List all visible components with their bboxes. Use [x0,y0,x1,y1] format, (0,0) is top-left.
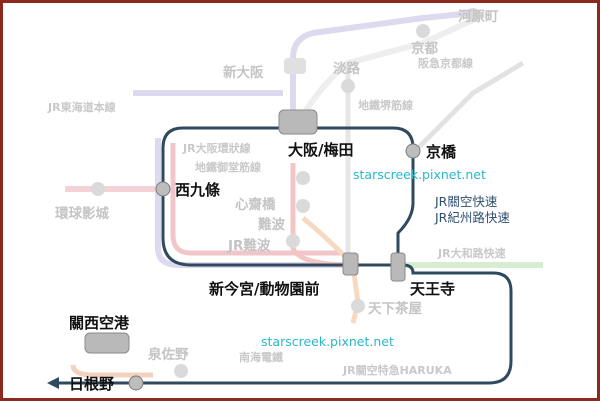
station-dot-awaji [341,79,355,93]
station-label-awaji: 淡路 [333,60,360,77]
nankai-airport-line [70,364,153,378]
jr-west-loop-outer [155,138,358,268]
line-label-midosuji: 地鐵御堂筋線 [195,160,261,174]
station-label-izumisano: 泉佐野 [148,346,189,363]
station-dot-jr-namba [286,234,300,248]
station-label-kyoto: 京都 [411,40,438,57]
station-box-osaka [278,109,318,135]
station-label-tennoji: 天王寺 [410,280,455,298]
station-label-hineno: 日根野 [69,375,114,393]
station-dot-kyoto [416,24,430,38]
airport-route-line [143,126,513,385]
station-label-osaka: 大阪/梅田 [288,141,353,159]
station-dot-kyobashi [405,143,421,159]
jr-kyoto-line [290,10,474,113]
station-label-kawaramachi: 河原町 [458,8,499,25]
station-dot-kawaramachi [466,8,480,22]
station-dot-izumisano [174,364,188,378]
station-dot-shinsaibashi [296,171,310,185]
station-label-kansai-airport: 關西空港 [69,314,130,332]
arrow-left-icon [47,377,59,389]
station-dot-universal [91,182,105,196]
line-label-yamatoji: JR大和路快速 [437,246,506,260]
station-label-shin-imamiya: 新今宮/動物園前 [209,280,319,298]
loop-east-line [263,126,415,265]
line-label-hankyu-kyoto: 阪急京都線 [418,56,473,70]
station-dot-hineno [128,375,144,391]
station-box-tennoji [390,252,406,282]
line-label-nankai: 南海電鐵 [239,350,283,364]
line-label-haruka: JR關空特急HARUKA [342,363,452,377]
watermark-top: starscreek.pixnet.net [353,167,486,182]
station-dot-nishikujo [155,181,171,197]
line-label-sakaisuji: 地鐵堺筋線 [358,98,413,112]
station-dot-tengachaya [351,299,365,313]
route-map-canvas: 河原町 京都 新大阪 淡路 環球影城 心齋橋 難波 JR難波 天下茶屋 泉佐野 … [47,8,543,393]
station-box-shin-osaka [284,58,306,74]
line-label-kanku-rapid: JR關空快速 [434,194,498,209]
station-box-kansai-airport [84,332,130,354]
station-label-shinsaibashi: 心齋橋 [235,196,276,213]
station-dot-namba [296,199,310,213]
keihan-line [416,60,525,150]
line-label-jr-tokaido: JR東海道本線 [47,100,116,114]
station-label-namba: 難波 [258,216,285,233]
line-label-kishuji-rapid: JR紀州路快速 [434,210,510,225]
loop-pink-line [170,143,343,256]
station-label-jr-namba: JR難波 [227,237,271,254]
station-label-shin-osaka: 新大阪 [223,64,264,81]
station-label-kyobashi: 京橋 [426,143,457,161]
station-box-shin-imamiya [342,252,359,276]
watermark-bottom: starscreek.pixnet.net [261,334,394,349]
station-label-tengachaya: 天下茶屋 [368,300,422,317]
station-label-nishikujo: 西九條 [175,181,221,199]
line-label-loop: JR大阪環狀線 [182,141,251,155]
station-label-universal: 環球影城 [55,205,109,222]
